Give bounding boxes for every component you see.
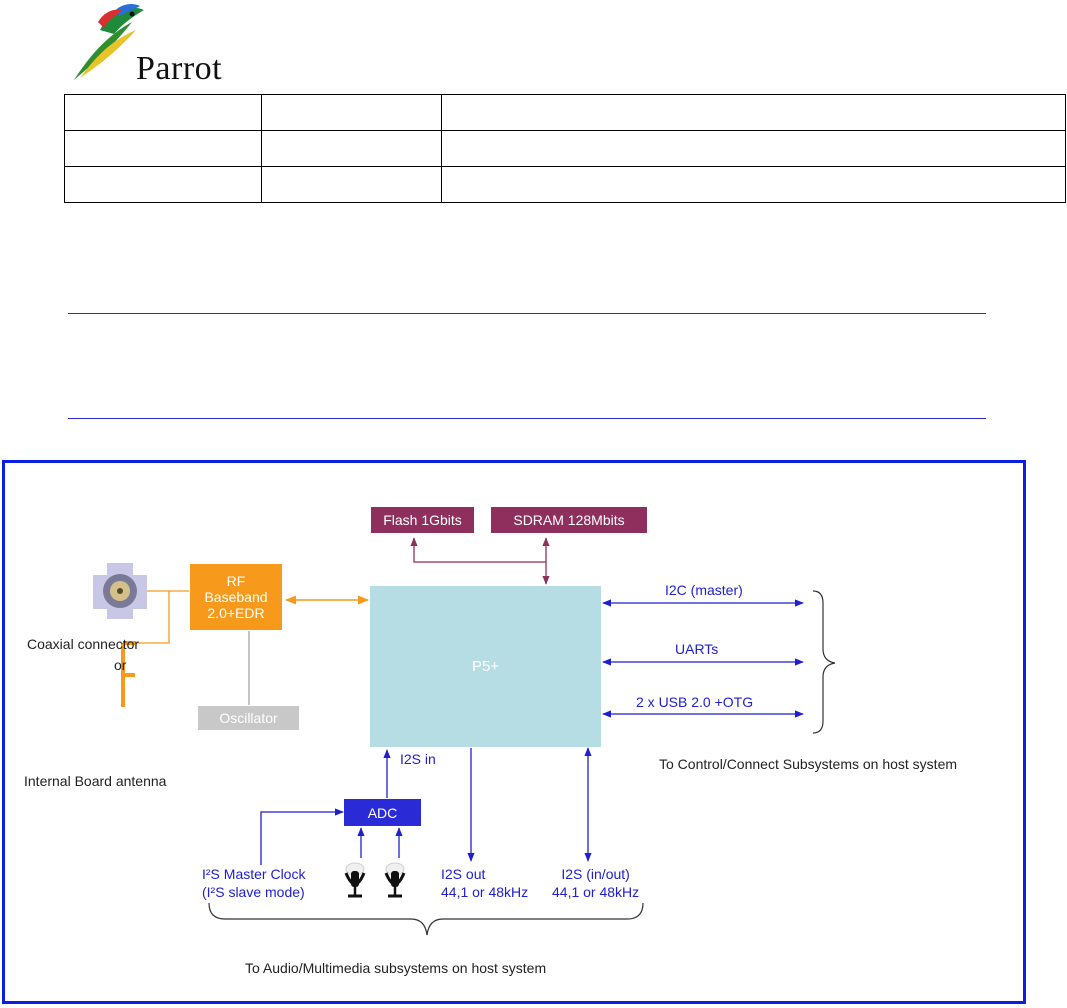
- baseband-label: Baseband: [204, 589, 268, 605]
- table-cell: [64, 166, 262, 203]
- table-cell: [64, 130, 262, 167]
- table-cell: [261, 130, 442, 167]
- coaxial-connector-icon: [93, 563, 147, 619]
- oscillator-block: Oscillator: [198, 706, 299, 730]
- control-label: To Control/Connect Subsystems on host sy…: [659, 756, 958, 772]
- table-cell: [261, 166, 442, 203]
- logo-text: Parrot: [136, 50, 223, 87]
- table-cell: [441, 94, 1066, 131]
- rf-label: RF: [226, 573, 246, 589]
- master-clock-line1: I²S Master Clock: [202, 866, 306, 882]
- table-cell: [441, 130, 1066, 167]
- divider-top: [68, 313, 986, 314]
- i2s-out-label: I2S out 44,1 or 48kHz: [441, 865, 528, 901]
- table-cell: [261, 94, 442, 131]
- table-cell: [441, 166, 1066, 203]
- adc-block: ADC: [344, 799, 421, 826]
- i2s-io-line2: 44,1 or 48kHz: [552, 884, 640, 900]
- i2s-io-line1: I2S (in/out): [561, 866, 630, 882]
- block-diagram: Flash 1Gbits SDRAM 128Mbits RF Baseband …: [2, 460, 1026, 1004]
- audio-label: To Audio/Multimedia subsystems on host s…: [245, 960, 547, 976]
- diagram-connections: [93, 537, 836, 936]
- master-clock-line2: (I²S slave mode): [202, 884, 305, 900]
- rf-baseband-block: RF Baseband 2.0+EDR: [190, 564, 282, 630]
- or-label: or: [114, 657, 127, 673]
- i2s-in-label: I2S in: [400, 751, 436, 767]
- i2s-io-label: I2S (in/out) 44,1 or 48kHz: [552, 865, 639, 901]
- flash-block: Flash 1Gbits: [371, 507, 474, 533]
- sdram-block: SDRAM 128Mbits: [491, 507, 647, 533]
- i2c-label: I2C (master): [665, 582, 743, 598]
- i2s-out-line2: 44,1 or 48kHz: [441, 884, 529, 900]
- uarts-label: UARTs: [675, 641, 719, 657]
- parrot-bird-icon: [74, 4, 144, 80]
- antenna-label: Internal Board antenna: [24, 773, 167, 789]
- p5-processor-block: P5+: [370, 586, 601, 747]
- divider-bottom: [68, 418, 986, 419]
- table-row: [64, 94, 1066, 131]
- microphone-icon: [344, 862, 366, 898]
- coax-label: Coaxial connector: [27, 636, 140, 652]
- table-row: [64, 130, 1066, 167]
- i2s-out-line1: I2S out: [441, 866, 486, 882]
- edr-label: 2.0+EDR: [207, 605, 265, 621]
- usb-label: 2 x USB 2.0 +OTG: [636, 694, 754, 710]
- table-cell: [64, 94, 262, 131]
- table-row: [64, 166, 1066, 203]
- parrot-logo: Parrot: [70, 0, 245, 87]
- antenna-icon: [121, 641, 135, 707]
- revision-table: [64, 94, 1066, 203]
- master-clock-label: I²S Master Clock (I²S slave mode): [202, 865, 305, 901]
- microphone-icon: [384, 862, 406, 898]
